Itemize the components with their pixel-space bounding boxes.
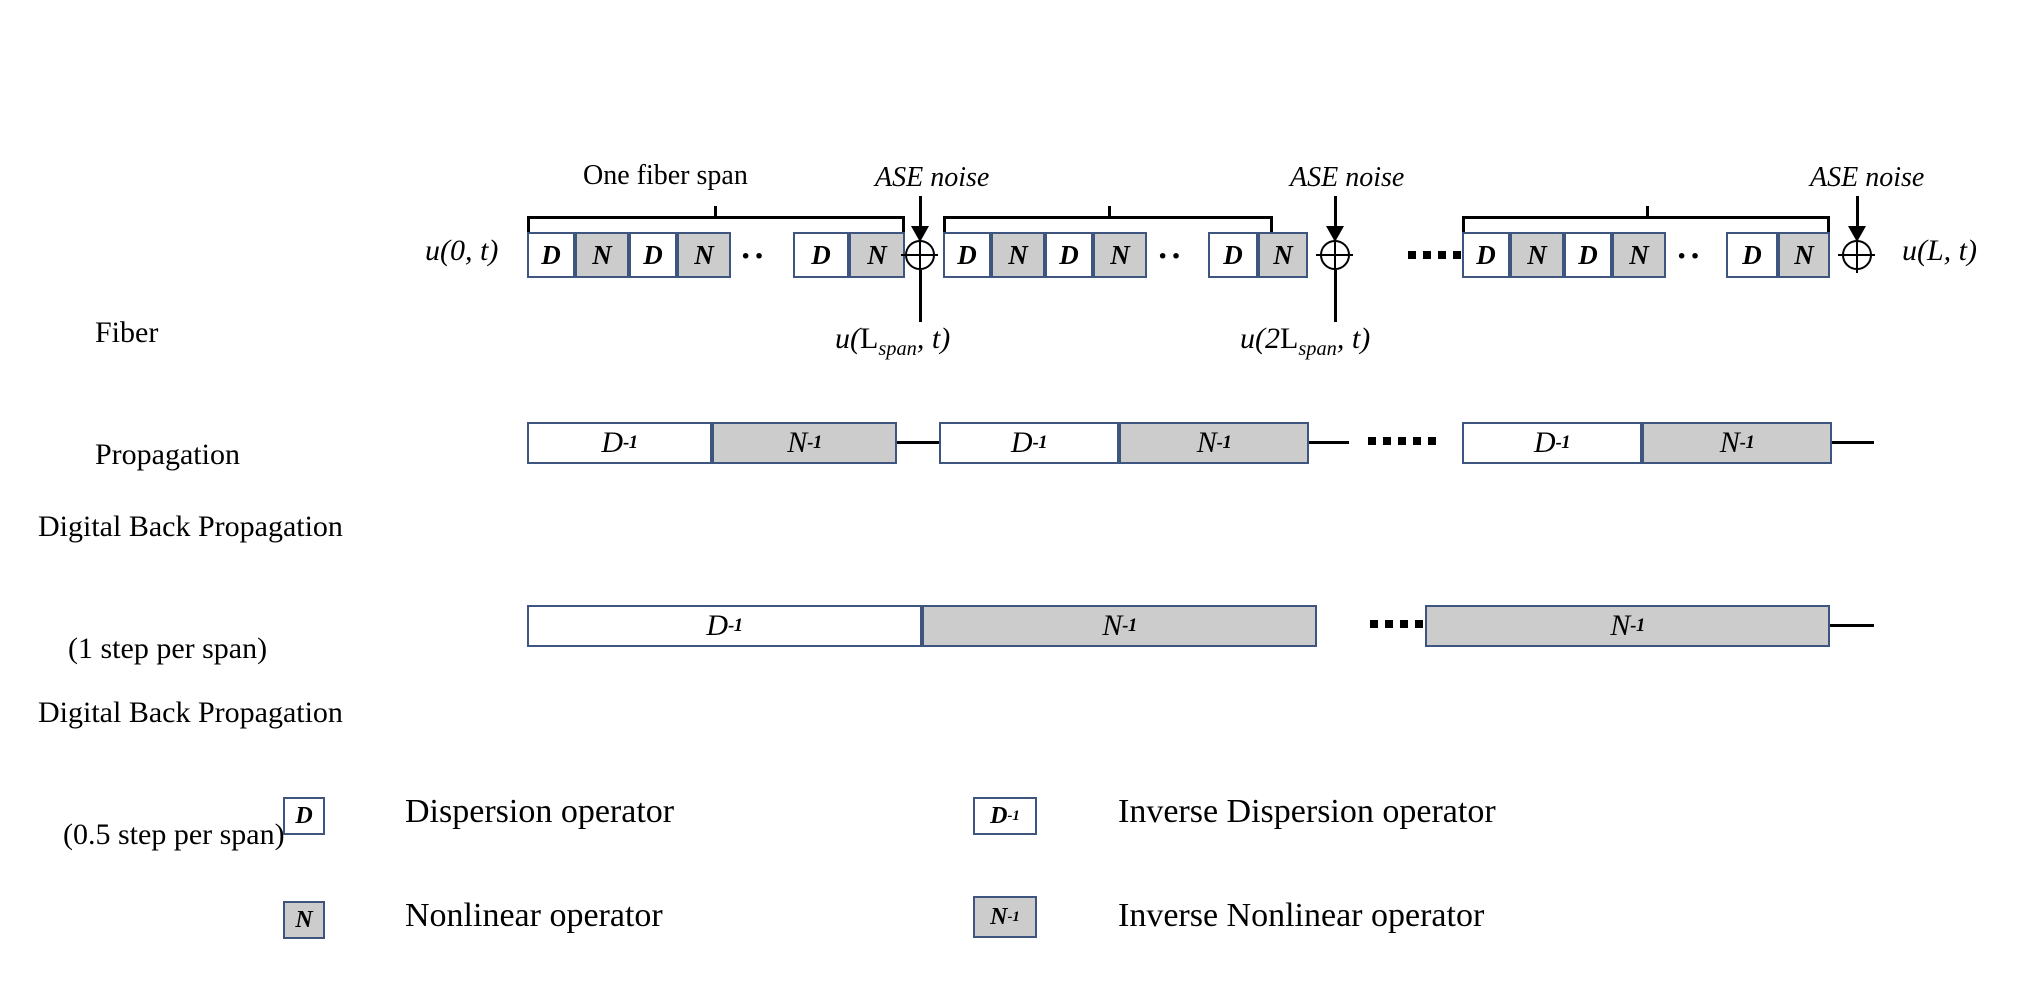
input-signal-label: u(0, t) bbox=[425, 234, 499, 267]
dbp05-box-N-inverse: N-1 bbox=[1425, 605, 1830, 647]
fiber-box-N: N bbox=[1612, 232, 1666, 278]
fiber-box-D: D bbox=[793, 232, 849, 278]
legend-swatch-dispersion: D bbox=[283, 797, 325, 835]
dbp05-box-D-inverse: D-1 bbox=[527, 605, 922, 647]
inline-dots: ·· bbox=[1157, 238, 1184, 275]
legend-label-nonlinear: Nonlinear operator bbox=[405, 897, 663, 934]
span-brace-1 bbox=[527, 216, 905, 232]
dbp05-box-N-inverse: N-1 bbox=[922, 605, 1317, 647]
combiner-oplus-3 bbox=[1838, 236, 1875, 273]
legend-swatch-nonlinear: N bbox=[283, 901, 325, 939]
fiber-box-N: N bbox=[1510, 232, 1564, 278]
fiber-box-N: N bbox=[575, 232, 629, 278]
legend-swatch-inverse-dispersion: D-1 bbox=[973, 797, 1037, 835]
fiber-box-D: D bbox=[943, 232, 991, 278]
legend-swatch-inverse-nonlinear: N-1 bbox=[973, 896, 1037, 938]
inline-dots: ·· bbox=[740, 238, 767, 275]
span-brace-tick-2 bbox=[1108, 206, 1111, 217]
dbp1-box-D-inverse: D-1 bbox=[939, 422, 1119, 464]
combiner-oplus-1 bbox=[901, 236, 938, 273]
span-brace-tick-1 bbox=[714, 206, 717, 217]
fiber-box-N: N bbox=[1258, 232, 1308, 278]
row-label-fiber-line2: Propagation bbox=[95, 437, 240, 471]
row-label-dbp-1-step: Digital Back Propagation (1 step per spa… bbox=[38, 426, 438, 750]
tap-label-2: u(2Lspan, t) bbox=[1240, 322, 1371, 360]
span-brace-tick-3 bbox=[1646, 206, 1649, 217]
ase-arrow-shaft-2 bbox=[1334, 196, 1337, 232]
row-label-dbp1-line1: Digital Back Propagation bbox=[38, 510, 343, 543]
row-label-dbp05-line1: Digital Back Propagation bbox=[38, 696, 343, 729]
fiber-box-N: N bbox=[1093, 232, 1147, 278]
dbp1-box-N-inverse: N-1 bbox=[1119, 422, 1309, 464]
dbp1-connector-2 bbox=[1309, 441, 1349, 444]
fiber-box-N: N bbox=[991, 232, 1045, 278]
tap-line-2 bbox=[1334, 270, 1337, 322]
tap-label-1: u(Lspan, t) bbox=[835, 322, 951, 360]
legend-label-dispersion: Dispersion operator bbox=[405, 793, 675, 830]
dbp05-connector-end bbox=[1830, 624, 1874, 627]
fiber-box-D: D bbox=[1726, 232, 1778, 278]
fiber-box-D: D bbox=[1564, 232, 1612, 278]
legend-label-inverse-dispersion: Inverse Dispersion operator bbox=[1118, 793, 1496, 830]
ase-noise-caption: ASE noise bbox=[1810, 162, 1925, 193]
ase-arrow-shaft-3 bbox=[1856, 196, 1859, 232]
ase-arrow-head-3 bbox=[1848, 226, 1866, 242]
fiber-box-N: N bbox=[849, 232, 905, 278]
fiber-box-D: D bbox=[1208, 232, 1258, 278]
combiner-oplus-2 bbox=[1316, 236, 1353, 273]
dbp1-box-D-inverse: D-1 bbox=[1462, 422, 1642, 464]
one-fiber-span-caption: One fiber span bbox=[583, 160, 748, 191]
inline-dots: ·· bbox=[1676, 238, 1703, 275]
dbp1-connector-1 bbox=[897, 441, 939, 444]
fiber-box-D: D bbox=[527, 232, 575, 278]
dbp1-row-ellipsis bbox=[1368, 437, 1436, 445]
row-label-fiber-propagation: Fiber Propagation bbox=[95, 232, 425, 556]
row-label-dbp05-line2: (0.5 step per span) bbox=[63, 817, 285, 851]
row-label-dbp1-line2: (1 step per span) bbox=[68, 631, 268, 665]
ase-arrow-shaft-1 bbox=[919, 196, 922, 232]
fiber-box-D: D bbox=[1462, 232, 1510, 278]
fiber-box-D: D bbox=[629, 232, 677, 278]
span-brace-3 bbox=[1462, 216, 1830, 232]
ase-noise-caption: ASE noise bbox=[875, 162, 990, 193]
fiber-box-D: D bbox=[1045, 232, 1093, 278]
dbp1-box-D-inverse: D-1 bbox=[527, 422, 712, 464]
ase-noise-caption: ASE noise bbox=[1290, 162, 1405, 193]
fiber-box-N: N bbox=[677, 232, 731, 278]
fiber-box-N: N bbox=[1778, 232, 1830, 278]
row-label-dbp-05-step: Digital Back Propagation (0.5 step per s… bbox=[38, 612, 438, 936]
dbp1-connector-3 bbox=[1832, 441, 1874, 444]
span-brace-2 bbox=[943, 216, 1273, 232]
row-label-fiber-line1: Fiber bbox=[95, 316, 159, 349]
dbp1-box-N-inverse: N-1 bbox=[712, 422, 897, 464]
dbp1-box-N-inverse: N-1 bbox=[1642, 422, 1832, 464]
tap-line-1 bbox=[919, 270, 922, 322]
ase-arrow-head-2 bbox=[1326, 226, 1344, 242]
ase-arrow-head-1 bbox=[911, 226, 929, 242]
output-signal-label: u(L, t) bbox=[1902, 234, 1977, 267]
legend-label-inverse-nonlinear: Inverse Nonlinear operator bbox=[1118, 897, 1485, 934]
